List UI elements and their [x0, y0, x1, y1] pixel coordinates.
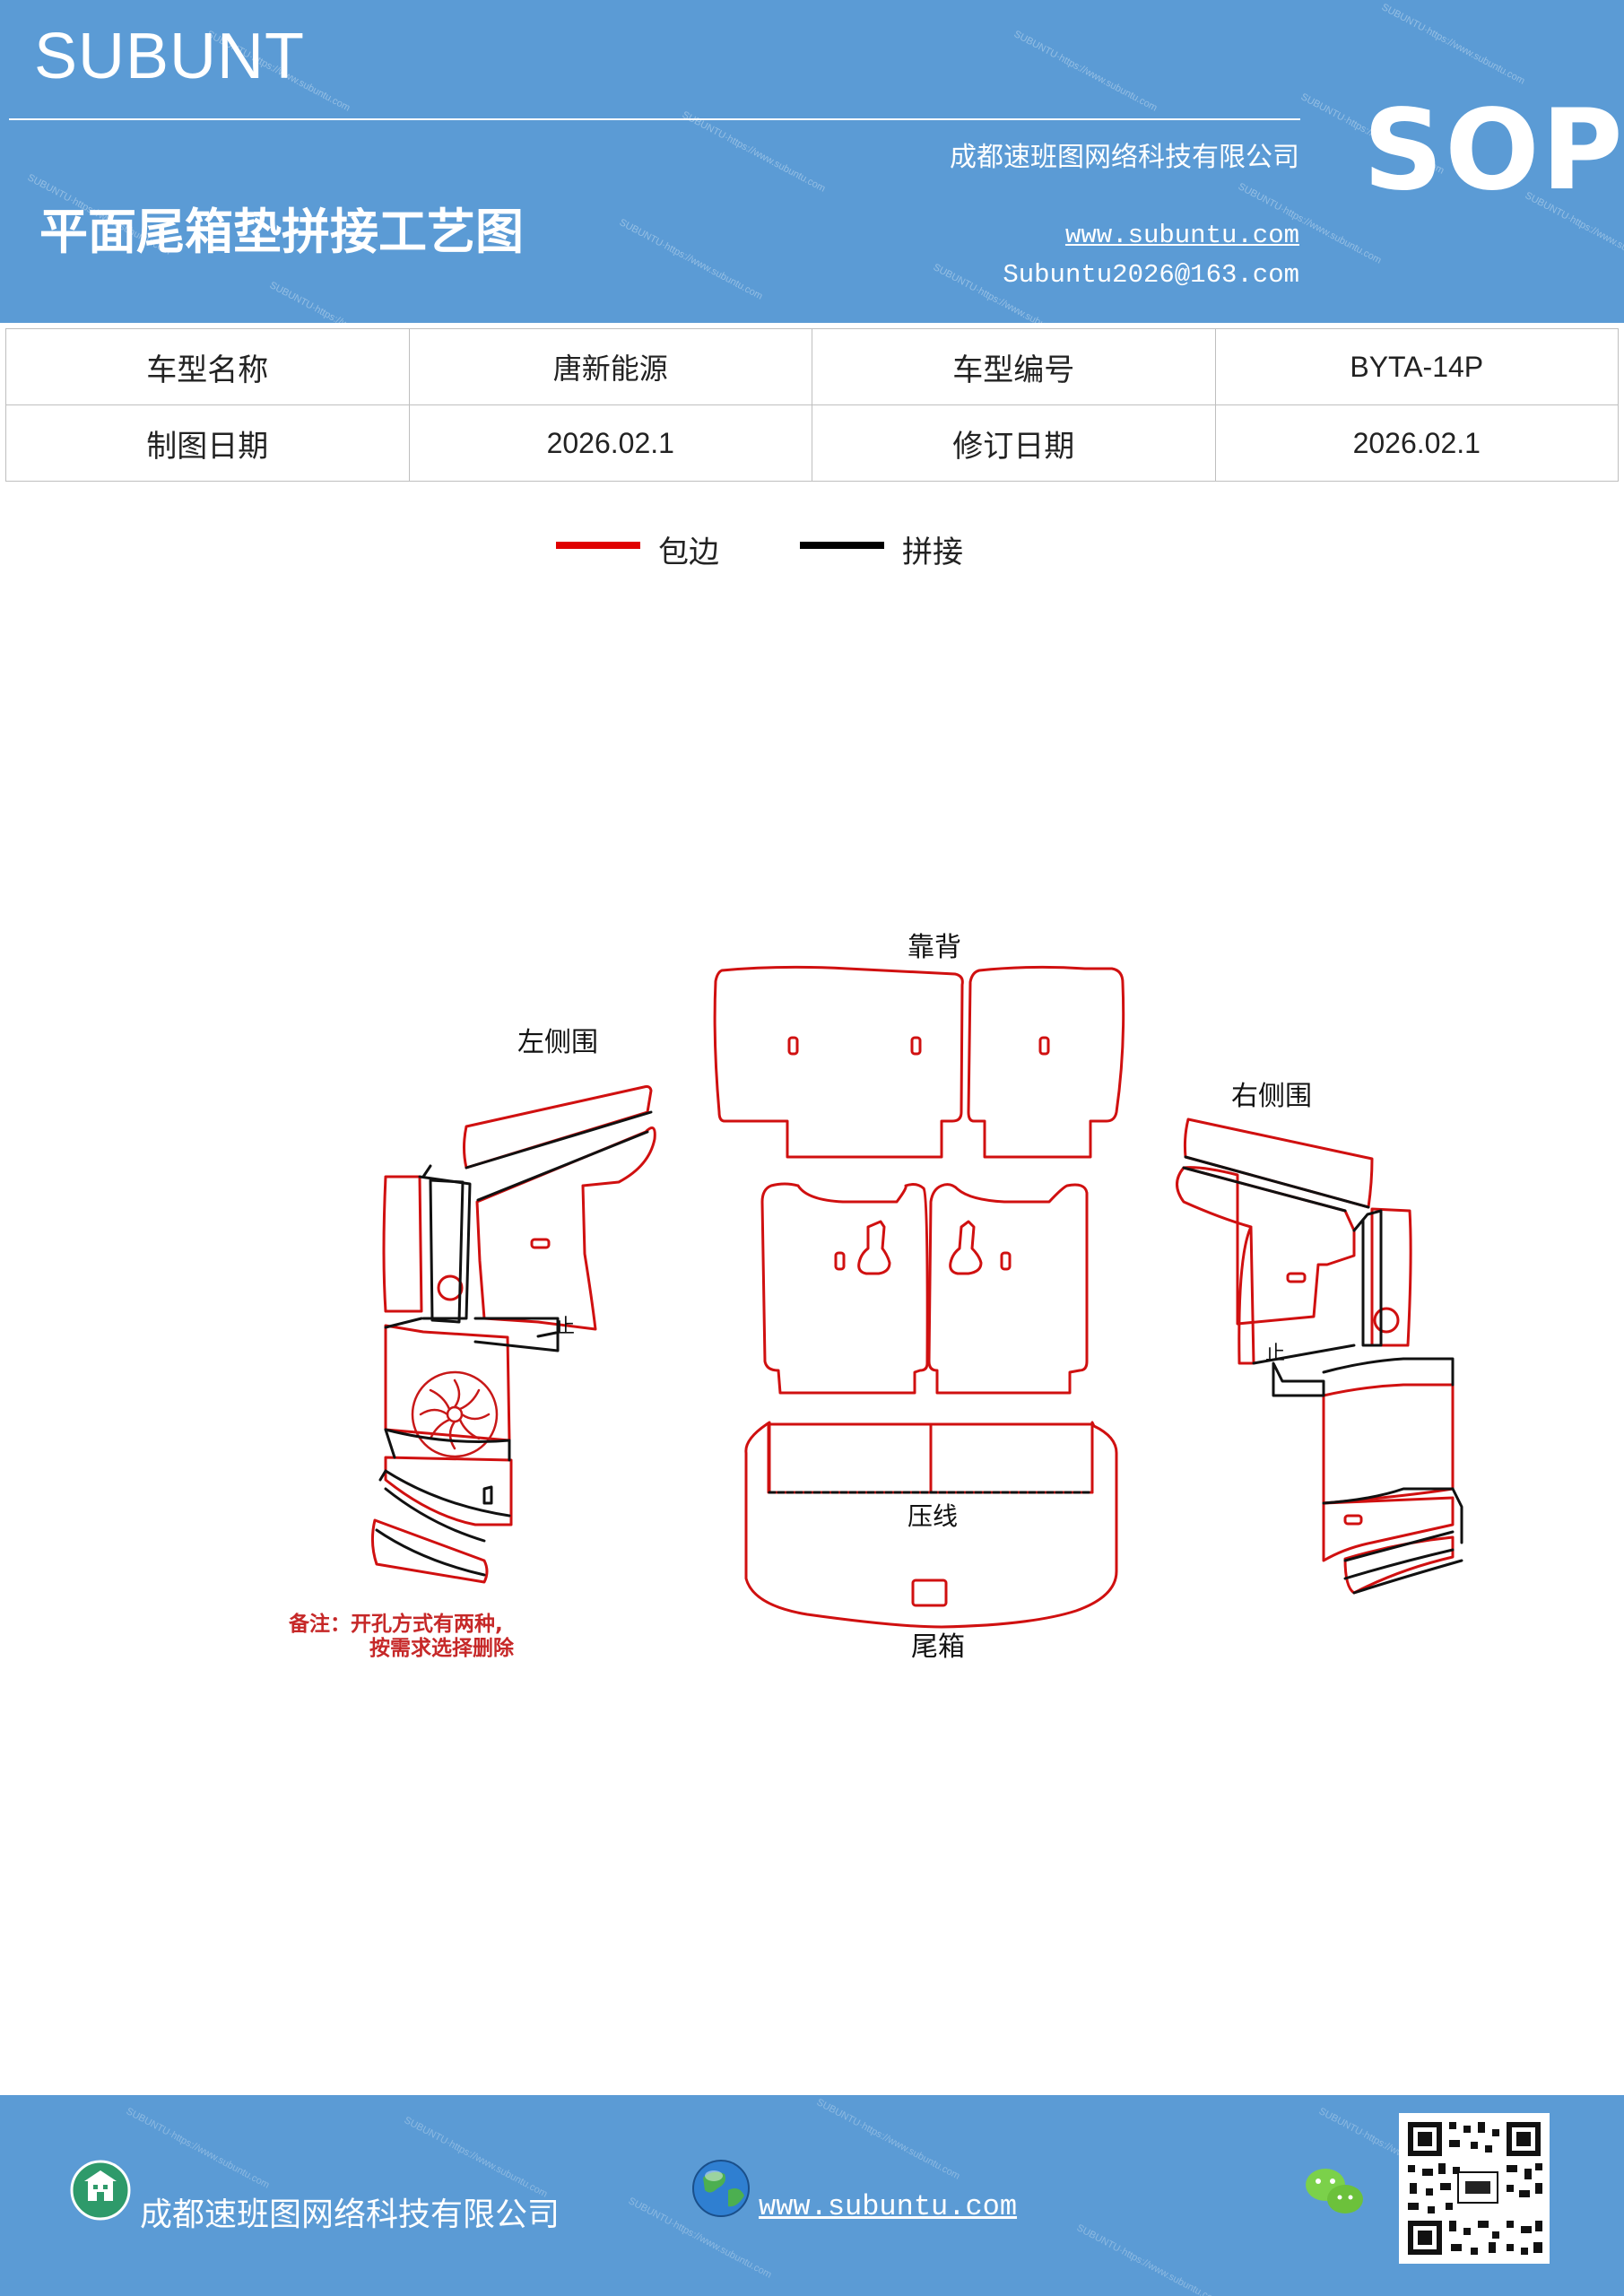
- label-stop-right: 止: [1265, 1343, 1285, 1365]
- label-stop-left: 止: [555, 1316, 575, 1338]
- legend-swatch-seam: [800, 542, 884, 549]
- note-line-1: 备注：开孔方式有两种,: [288, 1612, 503, 1636]
- header-website-link[interactable]: www.subuntu.com: [1064, 221, 1299, 250]
- backrest-right-panel: [967, 965, 1125, 1159]
- value-cell: 2026.02.1: [408, 404, 812, 482]
- svg-text:SUBUNTU·https://www.subuntu.co: SUBUNTU·https://www.subuntu.com: [1012, 29, 1159, 114]
- label-crease: 压线: [908, 1501, 958, 1531]
- label-cell: 车型编号: [812, 328, 1216, 405]
- svg-text:SUBUNTU·https://www.subuntu.co: SUBUNTU·https://www.subuntu.com: [815, 2097, 962, 2182]
- svg-text:SUBUNTU·https://www.subuntu.co: SUBUNTU·https://www.subuntu.com: [268, 280, 415, 323]
- diagram-canvas: 靠背 压线 尾箱 左侧围: [288, 932, 1463, 1663]
- sop-badge: SOP: [1363, 86, 1624, 215]
- building-icon: [70, 2160, 131, 2221]
- svg-text:SUBUNTU·https://www.subuntu.co: SUBUNTU·https://www.subuntu.com: [627, 2196, 774, 2281]
- vehicle-info-table: 车型名称 唐新能源 车型编号 BYTA-14P 制图日期 2026.02.1 修…: [5, 328, 1619, 482]
- wechat-icon: [1306, 2169, 1363, 2213]
- footer-banner: SUBUNTU·https://www.subuntu.com SUBUNTU·…: [0, 2095, 1624, 2296]
- legend-label-binding: 包边: [658, 535, 719, 570]
- header-divider: [9, 118, 1300, 120]
- svg-text:SUBUNTU·https://www.subuntu.co: SUBUNTU·https://www.subuntu.com: [618, 217, 765, 302]
- right-side-wall-seams: [1182, 1155, 1463, 1595]
- backrest-left-panel: [713, 965, 964, 1159]
- label-backrest: 靠背: [908, 932, 961, 963]
- svg-text:SUBUNTU·https://www.subuntu.co: SUBUNTU·https://www.subuntu.com: [125, 2106, 272, 2191]
- seat-left-panel: [760, 1182, 929, 1395]
- brand-logo-text: SUBUNT: [34, 21, 306, 92]
- label-cell: 修订日期: [812, 404, 1216, 482]
- right-side-wall-binding: [1176, 1118, 1455, 1595]
- splicing-diagram: 靠背 压线 尾箱 左侧围: [0, 897, 1624, 1704]
- svg-text:SUBUNTU·https://www.subuntu.co: SUBUNTU·https://www.subuntu.com: [1075, 2222, 1222, 2296]
- value-cell: 唐新能源: [408, 328, 812, 405]
- legend: 包边 拼接: [0, 527, 1624, 572]
- table-row: 车型名称 唐新能源 车型编号 BYTA-14P: [5, 328, 1619, 405]
- value-cell: BYTA-14P: [1214, 328, 1619, 405]
- footer-company-name: 成都速班图网络科技有限公司: [140, 2196, 560, 2233]
- legend-swatch-binding: [556, 542, 640, 549]
- header-company-name: 成都速班图网络科技有限公司: [950, 142, 1299, 173]
- header-banner: SUBUNTU·https://www.subuntu.com SUBUNTU·…: [0, 0, 1624, 323]
- svg-text:SUBUNTU·https://www.subuntu.co: SUBUNTU·https://www.subuntu.com: [1380, 2, 1527, 87]
- footer-website-link[interactable]: www.subuntu.com: [759, 2190, 1018, 2223]
- label-left-side: 左侧围: [517, 1027, 598, 1058]
- header-email[interactable]: Subuntu2026@163.com: [1003, 260, 1299, 290]
- footer-graphics: SUBUNTU·https://www.subuntu.com SUBUNTU·…: [70, 2097, 1550, 2296]
- label-cell: 制图日期: [5, 404, 410, 482]
- note-line-2: 按需求选择删除: [369, 1636, 515, 1660]
- legend-label-seam: 拼接: [902, 535, 963, 570]
- table-row: 制图日期 2026.02.1 修订日期 2026.02.1: [5, 404, 1619, 482]
- label-cell: 车型名称: [5, 328, 410, 405]
- document-title: 平面尾箱垫拼接工艺图: [39, 203, 524, 260]
- left-side-wall-binding: [370, 1085, 656, 1584]
- svg-text:SUBUNTU·https://www.subuntu.co: SUBUNTU·https://www.subuntu.com: [403, 2115, 550, 2200]
- label-trunk: 尾箱: [911, 1631, 965, 1663]
- left-side-wall-seams: [375, 1110, 653, 1577]
- value-cell: 2026.02.1: [1214, 404, 1619, 482]
- label-right-side: 右侧围: [1231, 1081, 1312, 1112]
- watermark-pattern: SUBUNTU·https://www.subuntu.com SUBUNTU·…: [26, 2, 1624, 323]
- svg-text:SUBUNTU·https://www.subuntu.co: SUBUNTU·https://www.subuntu.com: [681, 109, 828, 195]
- qr-code: [1399, 2113, 1550, 2264]
- globe-icon: [692, 2160, 750, 2217]
- seat-right-panel: [927, 1183, 1089, 1395]
